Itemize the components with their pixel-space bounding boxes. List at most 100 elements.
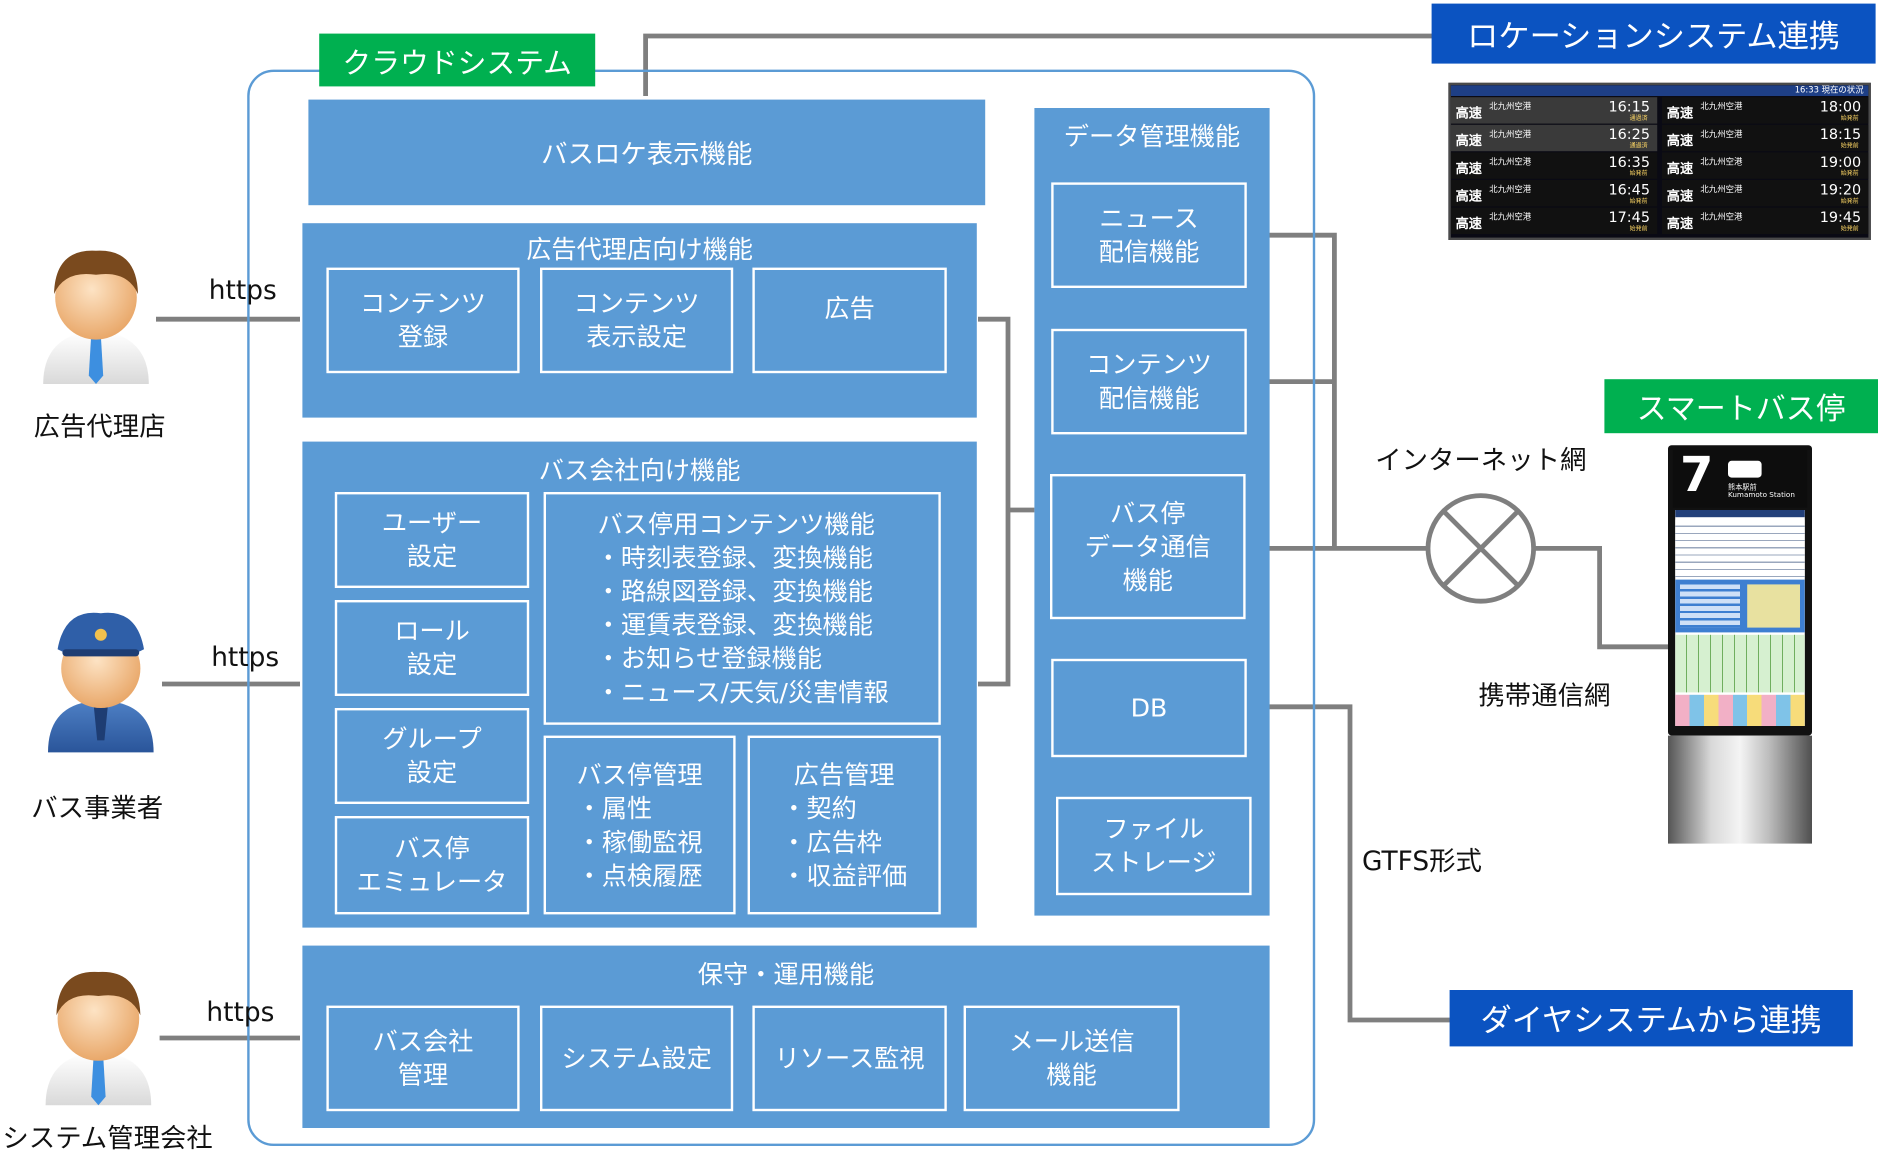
board-time: 17:45	[1608, 208, 1651, 226]
list-item: ・稼働監視	[576, 827, 703, 857]
board-destination: 北九州空港	[1489, 212, 1532, 223]
list-item: ・契約	[781, 793, 857, 823]
board-bus-type: 高速	[1666, 188, 1694, 205]
busstop-mgmt-list: ・属性 ・稼働監視 ・点検履歴	[577, 791, 703, 892]
text-line: 管理	[397, 1060, 449, 1090]
db-box: DB	[1051, 658, 1247, 758]
system-setting-box: システム設定	[540, 1005, 734, 1112]
board-status: 始発前	[1840, 198, 1859, 206]
text-line: バス停	[1110, 498, 1186, 528]
busstop-emulator-box: バス停 エミュレータ	[334, 816, 530, 915]
board-status: 始発前	[1840, 115, 1859, 123]
actor-name-adagency: 広告代理店	[33, 412, 166, 443]
text-line: コンテンツ	[573, 289, 700, 318]
stop-station-jp: 熊本駅前	[1728, 483, 1757, 493]
adagency-panel: 広告代理店向け機能 コンテンツ 登録 コンテンツ 表示設定 広告	[302, 223, 977, 418]
board-bus-type: 高速	[1455, 216, 1482, 232]
board-header-time: 16:33 現在の状況	[1794, 85, 1864, 95]
protocol-label: https	[206, 998, 275, 1029]
text-line: 設定	[406, 758, 458, 788]
text-line: 機能	[1122, 565, 1173, 595]
content-delivery-box: コンテンツ 配信機能	[1051, 328, 1247, 435]
datamgmt-panel: データ管理機能 ニュース 配信機能 コンテンツ 配信機能 バス停 データ通信 機…	[1034, 108, 1270, 916]
text-line: ロール	[394, 616, 470, 646]
board-status: 通過済	[1629, 142, 1648, 150]
actor-name-sysadmin: システム管理会社	[2, 1124, 213, 1155]
text-line: ニュース	[1099, 204, 1199, 233]
line-internet-smartstop	[1533, 546, 1669, 650]
text-line: 機能	[1046, 1060, 1097, 1090]
ad-box: 広告	[752, 267, 947, 374]
cloud-boundary	[247, 69, 1316, 1147]
board-destination: 北九州空港	[1700, 157, 1743, 167]
line-news-internet	[1248, 232, 1337, 549]
bus-icon	[1728, 460, 1762, 478]
text-line: 配信機能	[1098, 237, 1200, 267]
board-destination: 北九州空港	[1700, 102, 1743, 112]
ad-mgmt-title: 広告管理	[793, 760, 895, 790]
board-destination: 北九州空港	[1700, 129, 1743, 140]
list-item: ・属性	[576, 793, 653, 823]
ad-mgmt-list: ・契約 ・広告枠 ・収益評価	[781, 791, 907, 892]
device-screen	[1675, 510, 1805, 726]
board-time: 16:15	[1608, 98, 1651, 116]
board-status: 始発前	[1629, 198, 1648, 206]
protocol-label: https	[211, 643, 280, 674]
list-item: ・広告枠	[781, 827, 883, 857]
text-line: DB	[1130, 693, 1168, 723]
text-line: コンテンツ	[1086, 350, 1212, 380]
line-db-dia	[1248, 704, 1453, 1023]
device-pillar	[1668, 735, 1813, 844]
board-time: 19:20	[1819, 181, 1862, 199]
busstop-content-box: バス停用コンテンツ機能 ・時刻表登録、変換機能 ・路線図登録、変換機能 ・運賃表…	[543, 492, 941, 725]
internet-label: インターネット網	[1375, 446, 1587, 477]
board-time: 16:35	[1608, 153, 1651, 171]
file-storage-box: ファイル ストレージ	[1056, 796, 1252, 896]
board-status: 始発前	[1840, 170, 1859, 178]
busstop-mgmt-box: バス停管理 ・属性 ・稼働監視 ・点検履歴	[543, 735, 736, 915]
text-line: 表示設定	[586, 322, 687, 352]
board-status: 始発前	[1629, 170, 1648, 178]
text-line: 広告	[824, 294, 875, 323]
board-bus-type: 高速	[1666, 105, 1694, 122]
board-destination: 北九州空港	[1700, 184, 1743, 195]
board-bus-type: 高速	[1666, 133, 1694, 149]
list-item: ・お知らせ登録機能	[595, 644, 823, 674]
role-setting-box: ロール 設定	[334, 600, 530, 696]
adagency-panel-title: 広告代理店向け機能	[526, 235, 753, 264]
board-time: 19:00	[1819, 153, 1862, 171]
board-bus-type: 高速	[1666, 216, 1694, 232]
board-time: 18:15	[1819, 126, 1862, 143]
text-line: 配信機能	[1098, 384, 1200, 413]
news-delivery-box: ニュース 配信機能	[1051, 182, 1247, 288]
list-item: ・路線図登録、変換機能	[595, 577, 873, 606]
buscompany-mgmt-box: バス会社 管理	[326, 1005, 520, 1112]
text-line: リソース監視	[774, 1044, 925, 1073]
board-status: 通過済	[1629, 115, 1648, 123]
gtfs-label: GTFS形式	[1362, 847, 1482, 878]
cloud-title: クラウドシステム	[319, 33, 596, 87]
ad-content-register: コンテンツ 登録	[326, 267, 520, 374]
busstop-mgmt-title: バス停管理	[576, 760, 703, 790]
text-line: 設定	[406, 542, 458, 572]
actor-name-busoperator: バス事業者	[31, 794, 164, 825]
mobile-network-label: 携帯通信網	[1478, 681, 1611, 712]
list-item: ・収益評価	[781, 861, 908, 890]
board-header: 16:33 現在の状況	[1450, 85, 1869, 96]
text-line: メール送信	[1008, 1027, 1135, 1056]
board-time: 16:45	[1608, 181, 1651, 199]
datamgmt-panel-title: データ管理機能	[1063, 122, 1241, 152]
board-destination: 北九州空港	[1489, 157, 1532, 167]
